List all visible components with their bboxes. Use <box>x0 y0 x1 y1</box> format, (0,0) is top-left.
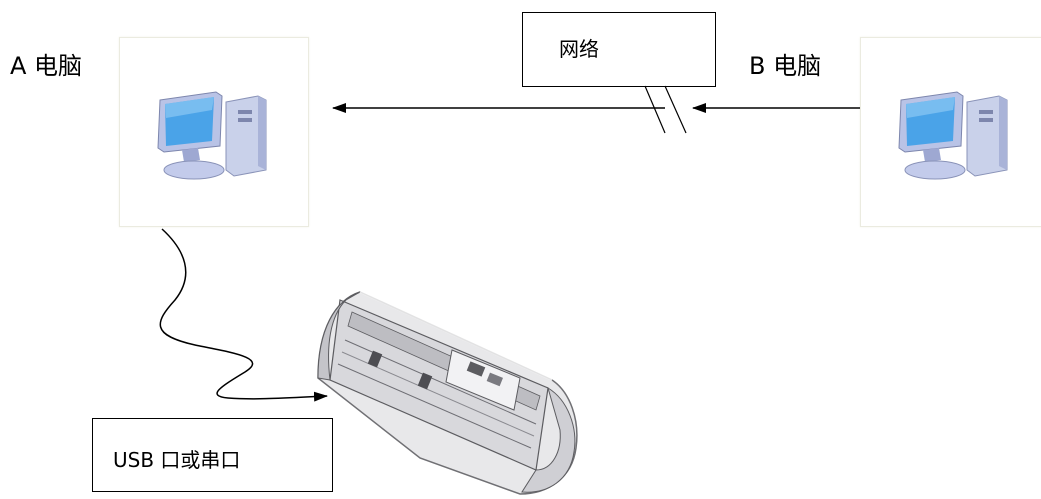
network-link-mark-1 <box>645 86 665 133</box>
network-link-mark-2 <box>665 86 686 133</box>
plotter-device-icon <box>318 292 577 494</box>
usb-cable <box>160 229 327 399</box>
